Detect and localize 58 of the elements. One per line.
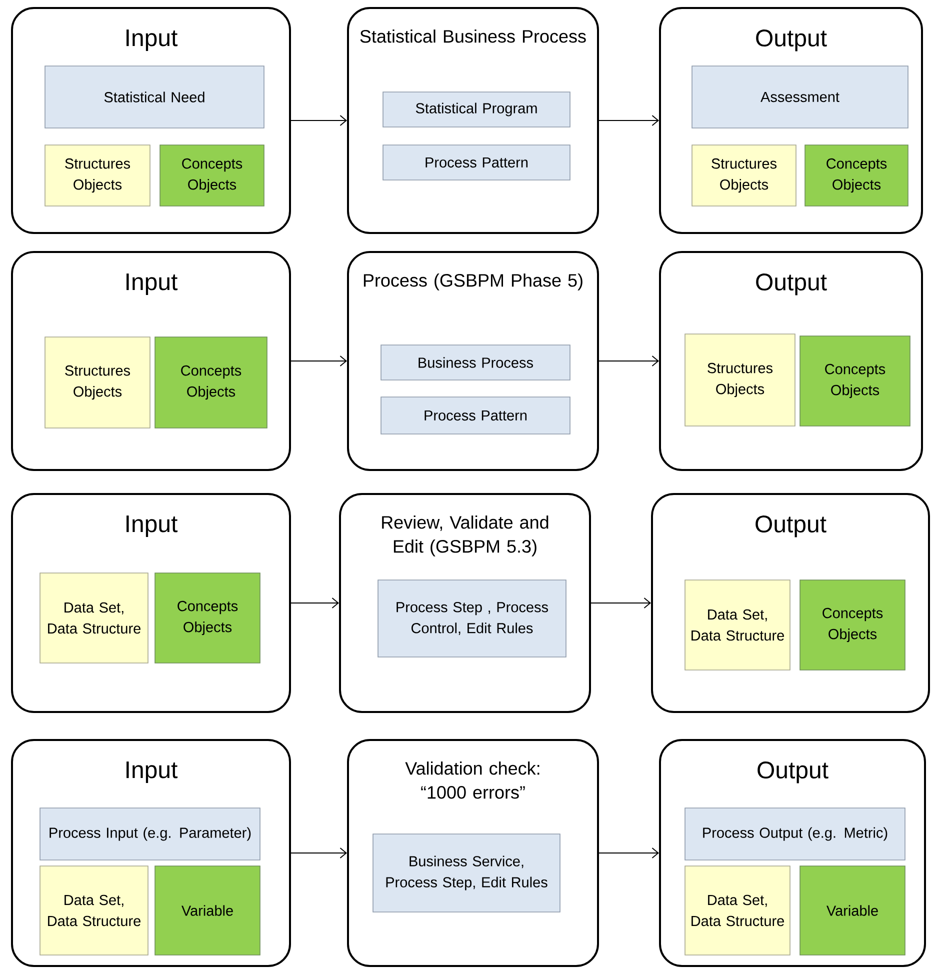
process-box xyxy=(11,493,291,713)
object-box: Structures Objects xyxy=(692,144,796,206)
box-heading: Review, Validate and Edit (GSBPM 5.3) xyxy=(382,516,548,556)
process-box xyxy=(339,493,591,713)
object-box: Process Input (e.g. Parameter) xyxy=(40,808,260,860)
object-box: Process Pattern xyxy=(380,396,570,434)
arrow xyxy=(290,356,347,366)
box-heading: Input xyxy=(126,516,178,538)
object-box: Concepts Objects xyxy=(160,144,264,206)
box-heading: Process (GSBPM Phase 5) xyxy=(364,274,582,290)
box-heading: Input xyxy=(126,274,178,296)
object-box: Business Service, Process Step, Edit Rules xyxy=(372,834,560,912)
object-box: Data Set, Data Structure xyxy=(40,866,148,956)
box-heading: Output xyxy=(758,762,828,784)
process-box xyxy=(11,7,291,234)
object-box: Concepts Objects xyxy=(804,144,908,206)
box-heading: Validation check: “1000 errors” xyxy=(405,762,540,799)
arrow xyxy=(590,598,651,608)
object-box: Statistical Need xyxy=(44,66,264,128)
object-box: Structures Objects xyxy=(44,336,150,428)
object-box: Business Process xyxy=(380,344,570,380)
process-box xyxy=(347,251,599,471)
process-box xyxy=(659,739,926,967)
arrow xyxy=(598,848,659,858)
object-box: Data Set, Data Structure xyxy=(684,866,790,956)
object-box: Process Pattern xyxy=(382,144,570,180)
object-box: Concepts Objects xyxy=(154,572,260,664)
object-box: Variable xyxy=(154,866,260,956)
box-heading: Output xyxy=(756,30,827,52)
object-box: Concepts Objects xyxy=(800,580,906,670)
object-box: Data Set, Data Structure xyxy=(40,572,148,664)
arrow xyxy=(290,848,347,858)
arrow xyxy=(290,115,347,126)
process-box xyxy=(651,493,930,713)
object-box: Data Set, Data Structure xyxy=(684,580,790,670)
object-box: Concepts Objects xyxy=(154,336,268,428)
arrow xyxy=(598,115,659,126)
object-box: Variable xyxy=(800,866,906,956)
object-box: Statistical Program xyxy=(382,92,570,128)
process-box xyxy=(11,251,291,471)
process-box xyxy=(347,7,599,234)
process-box xyxy=(659,7,923,234)
object-box: Assessment xyxy=(692,66,908,128)
process-box xyxy=(11,739,291,967)
object-box: Process Output (e.g. Metric) xyxy=(684,808,906,860)
object-box: Structures Objects xyxy=(44,144,150,206)
object-box: Process Step , Process Control, Edit Rules xyxy=(378,580,566,658)
box-heading: Statistical Business Process xyxy=(360,30,586,43)
box-heading: Output xyxy=(756,274,827,296)
box-heading: Output xyxy=(756,516,826,538)
box-heading: Input xyxy=(126,762,178,784)
box-heading: Input xyxy=(126,30,178,52)
object-box: Concepts Objects xyxy=(800,336,910,426)
arrow xyxy=(290,598,339,608)
object-box: Structures Objects xyxy=(684,334,796,426)
process-box xyxy=(347,739,599,967)
arrow xyxy=(598,356,659,366)
process-box xyxy=(659,251,923,471)
